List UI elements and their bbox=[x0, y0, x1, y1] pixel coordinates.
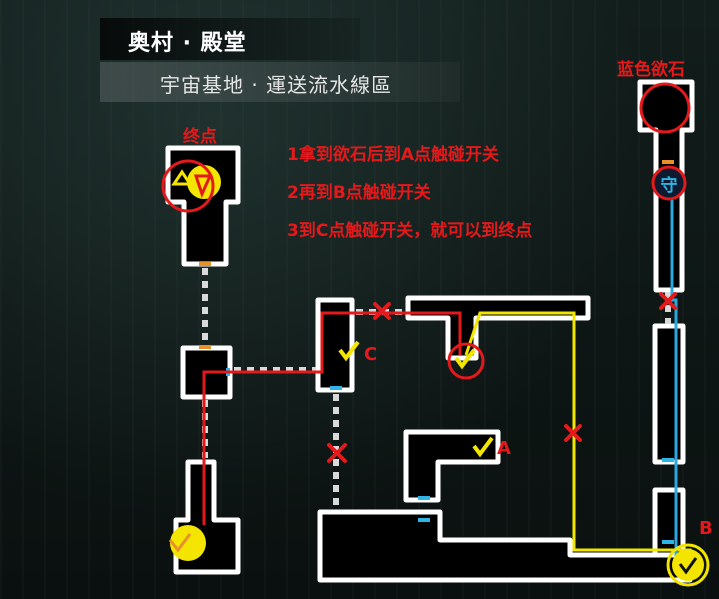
guard-icon: 守 bbox=[661, 175, 678, 196]
room-c bbox=[315, 297, 355, 393]
switch-c-icon bbox=[338, 340, 360, 362]
switch-a-icon bbox=[472, 436, 494, 458]
title-banner bbox=[100, 18, 360, 60]
subtitle-banner bbox=[100, 62, 460, 102]
player-start-icon bbox=[170, 525, 206, 561]
goal-marker-icon bbox=[187, 165, 221, 199]
bottom-corridor bbox=[317, 509, 693, 583]
blocked-x-icon bbox=[564, 424, 582, 442]
guard-circle bbox=[651, 165, 687, 201]
blocked-x-icon bbox=[327, 443, 347, 463]
upper-corridor bbox=[405, 295, 591, 361]
blocked-x-icon bbox=[659, 292, 677, 310]
blue-route bbox=[670, 180, 678, 558]
page-subtitle: 宇宙基地 · 運送流水線區 bbox=[160, 73, 393, 97]
switch-a-label: A bbox=[497, 438, 511, 459]
red-route bbox=[202, 311, 462, 525]
room-a bbox=[403, 429, 501, 503]
step-1-note: 1拿到欲石后到A点触碰开关 bbox=[287, 145, 499, 165]
switch-circle-marker bbox=[447, 342, 485, 380]
blue-stone-label: 蓝色欲石 bbox=[617, 60, 685, 80]
switch-b-icon bbox=[672, 549, 704, 581]
step-2-note: 2再到B点触碰开关 bbox=[287, 183, 431, 203]
blue-stone-circle bbox=[639, 82, 691, 134]
right-column-middle bbox=[652, 323, 686, 465]
page-title: 奥村 · 殿堂 bbox=[128, 31, 247, 56]
blocked-x-icon bbox=[373, 302, 391, 320]
switch-b-label: B bbox=[699, 518, 713, 539]
step-3-note: 3到C点触碰开关，就可以到终点 bbox=[287, 221, 533, 241]
goal-label: 终点 bbox=[183, 127, 217, 147]
switch-c-label: C bbox=[364, 344, 377, 365]
right-column-lower bbox=[652, 487, 686, 558]
